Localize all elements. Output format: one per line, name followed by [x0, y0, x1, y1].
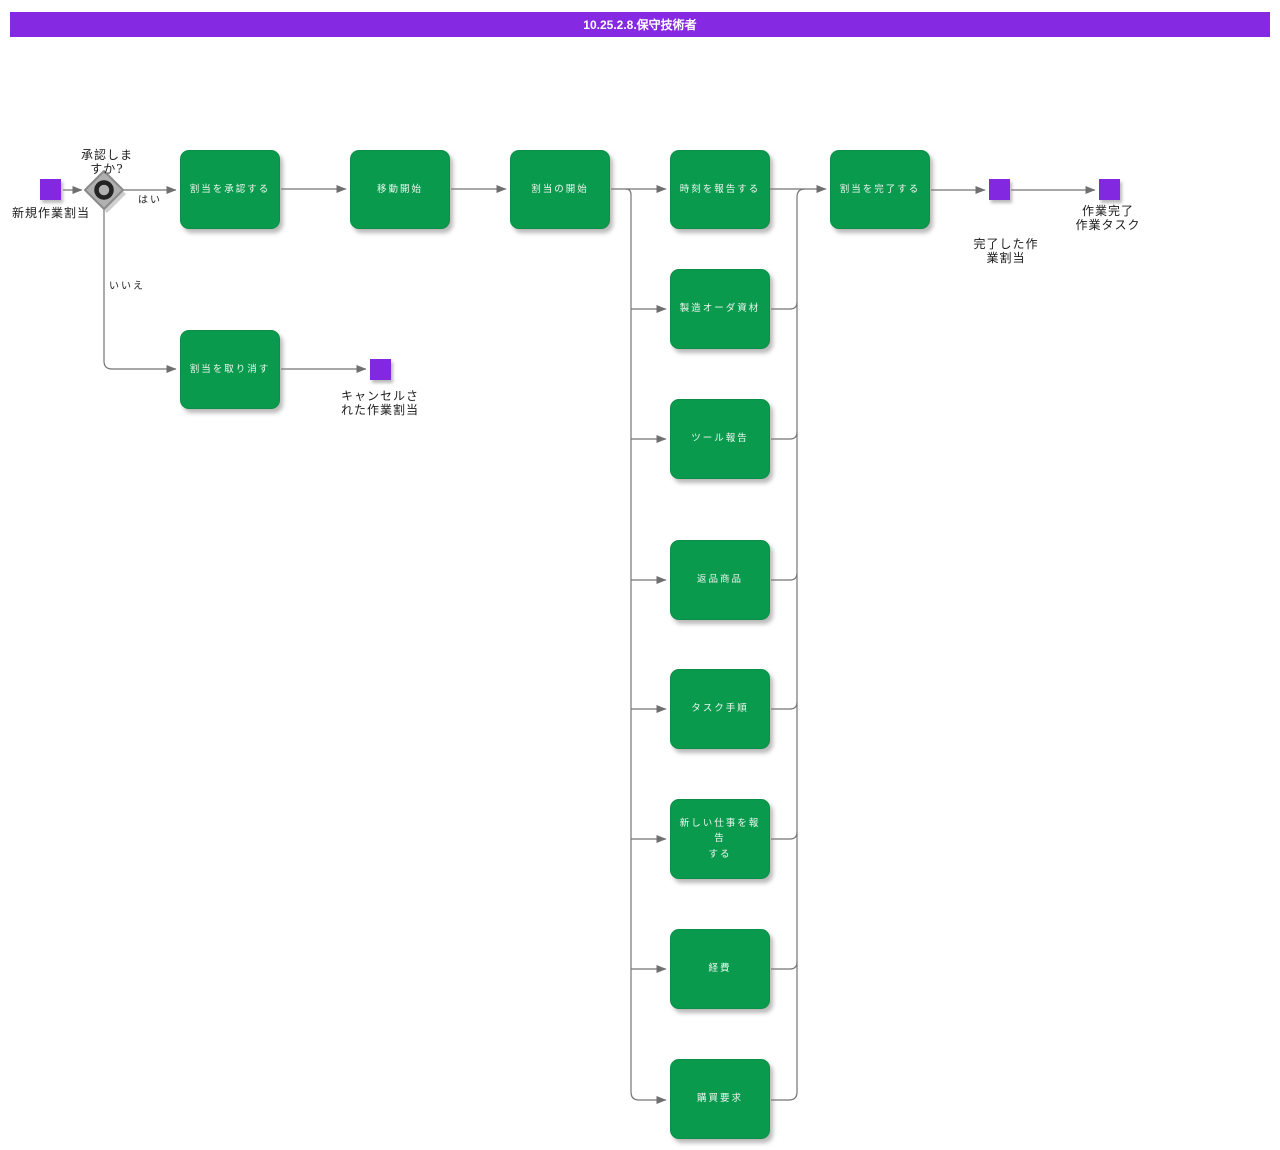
gateway-question-label: 承認しま すか?: [80, 148, 134, 177]
task-report-time[interactable]: 時刻を報告する: [670, 150, 770, 229]
gateway-ring-icon: [94, 180, 114, 200]
connectors: [63, 185, 1096, 1104]
start-event-new-assignment[interactable]: [40, 179, 61, 200]
diagram-title-bar: 10.25.2.8.保守技術者: [10, 12, 1270, 37]
cancelled-assignment-label: キャンセルさ れた作業割当: [340, 389, 420, 418]
end-event-cancelled-assignment[interactable]: [370, 359, 391, 380]
end-event-work-complete-task[interactable]: [1099, 179, 1120, 200]
task-mfg-order-materials[interactable]: 製造オーダ資材: [670, 269, 770, 349]
task-purchase-request[interactable]: 購買要求: [670, 1059, 770, 1139]
gateway-no-label: いいえ: [109, 281, 145, 292]
task-return-goods[interactable]: 返品商品: [670, 540, 770, 620]
task-task-steps[interactable]: タスク手順: [670, 669, 770, 749]
approval-gateway[interactable]: [84, 170, 126, 213]
task-approve-assignment[interactable]: 割当を承認する: [180, 150, 280, 229]
task-complete-assignment[interactable]: 割当を完了する: [830, 150, 930, 229]
task-start-travel[interactable]: 移動開始: [350, 150, 450, 229]
start-event-label: 新規作業割当: [11, 206, 91, 220]
task-report-new-work[interactable]: 新しい仕事を報告 する: [670, 799, 770, 879]
task-cancel-assignment[interactable]: 割当を取り消す: [180, 330, 280, 409]
completed-assignment-label: 完了した作 業割当: [973, 237, 1039, 266]
task-expenses[interactable]: 経費: [670, 929, 770, 1009]
gateway-diamond: [84, 170, 124, 210]
task-tool-report[interactable]: ツール報告: [670, 399, 770, 479]
diagram-title: 10.25.2.8.保守技術者: [583, 18, 697, 32]
task-start-assignment[interactable]: 割当の開始: [510, 150, 610, 229]
event-completed-assignment[interactable]: [989, 179, 1010, 200]
gateway-yes-label: はい: [138, 195, 162, 206]
work-complete-task-label: 作業完了 作業タスク: [1075, 204, 1141, 233]
